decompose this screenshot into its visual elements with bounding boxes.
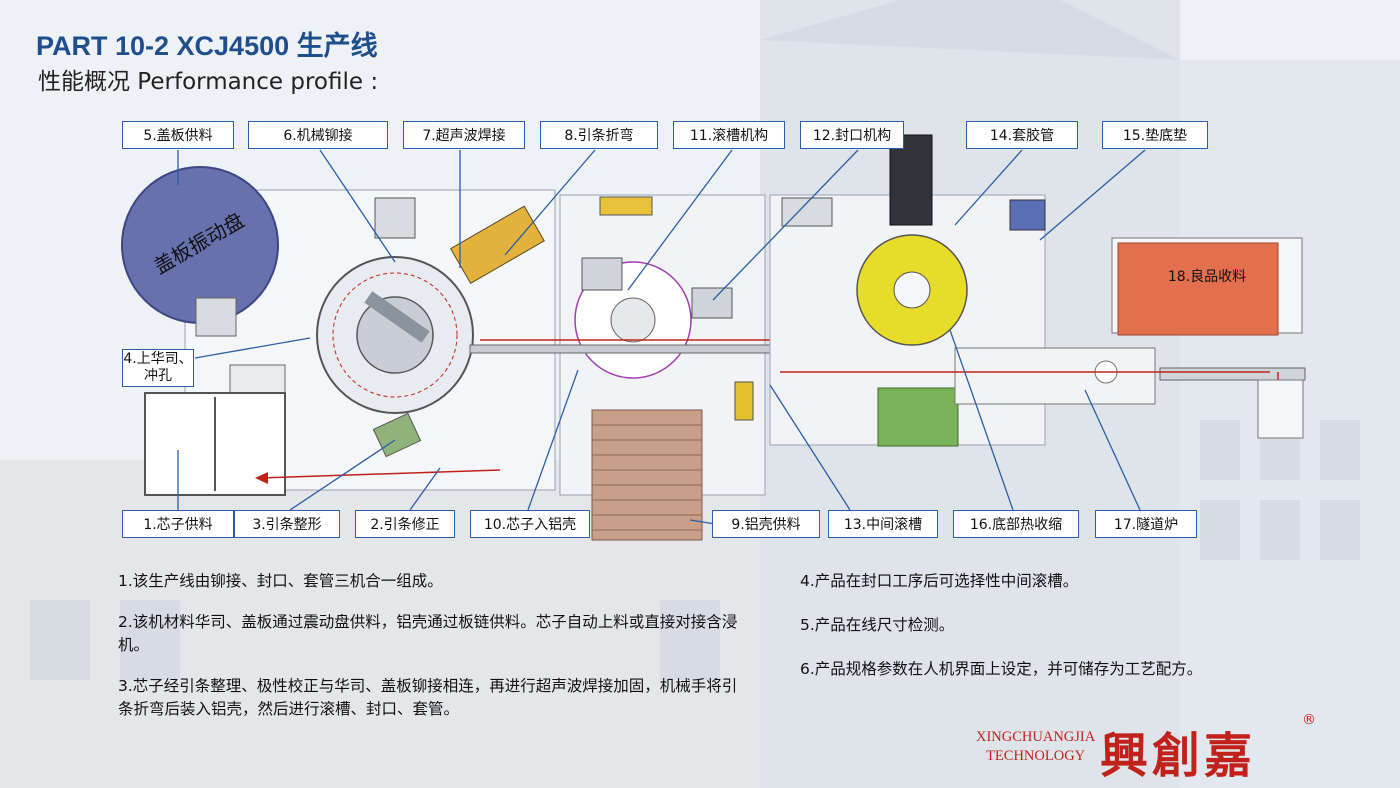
label-lead-bending: 8.引条折弯: [540, 121, 658, 149]
label-good-product: 18.良品收料: [1167, 269, 1247, 285]
note-1: 1.该生产线由铆接、封口、套管三机合一组成。: [118, 572, 443, 590]
note-6: 6.产品规格参数在人机界面上设定，并可储存为工艺配方。: [800, 660, 1203, 678]
note-3: 3.芯子经引条整理、极性校正与华司、盖板铆接相连，再进行超声波焊接加固，机械手将…: [118, 677, 738, 718]
control-buttons: [599, 196, 653, 216]
label-bottom-pad: 15.垫底垫: [1102, 121, 1208, 149]
heat-shrink-unit: [877, 387, 959, 447]
label-shell-feeding: 9.铝壳供料: [712, 510, 820, 538]
label-sleeve: 14.套胶管: [966, 121, 1078, 149]
note-4: 4.产品在封口工序后可选择性中间滚槽。: [800, 572, 1079, 590]
brand-en-line2: TECHNOLOGY: [986, 748, 1086, 764]
label-core-feeding: 1.芯子供料: [122, 510, 234, 538]
label-lead-shaping: 3.引条整形: [234, 510, 340, 538]
notes-left: 1.该生产线由铆接、封口、套管三机合一组成。 2.该机材料华司、盖板通过震动盘供…: [118, 570, 748, 739]
brand-english: XINGCHUANGJIA TECHNOLOGY: [976, 728, 1095, 766]
shell-conveyor: [591, 409, 703, 541]
label-bottom-heat-shrink: 16.底部热收缩: [953, 510, 1079, 538]
brand-en-line1: XINGCHUANGJIA: [976, 729, 1096, 745]
label-washer-punch-line2: 冲孔: [144, 368, 172, 384]
label-lead-correction: 2.引条修正: [355, 510, 455, 538]
label-ultrasonic-welding: 7.超声波焊接: [403, 121, 525, 149]
page-subtitle: 性能概况 Performance profile :: [38, 69, 379, 95]
registered-mark: ®: [1302, 712, 1316, 728]
label-groove-mechanism: 11.滚槽机构: [673, 121, 785, 149]
label-mechanical-riveting: 6.机械铆接: [248, 121, 388, 149]
label-middle-groove: 13.中间滚槽: [828, 510, 938, 538]
label-tunnel-furnace: 17.隧道炉: [1095, 510, 1197, 538]
page-title: PART 10-2 XCJ4500 生产线: [36, 31, 378, 61]
good-product-collector: [1117, 242, 1279, 336]
label-sealing-mechanism: 12.封口机构: [800, 121, 904, 149]
brand-logo-chinese: 興創嘉: [1100, 728, 1257, 784]
notes-right: 4.产品在封口工序后可选择性中间滚槽。 5.产品在线尺寸检测。 6.产品规格参数…: [800, 570, 1360, 699]
tunnel-furnace: [954, 347, 1156, 405]
label-washer-punch: 4.上华司、 冲孔: [122, 349, 194, 387]
sealing-head: [889, 134, 933, 226]
note-2: 2.该机材料华司、盖板通过震动盘供料，铝壳通过板链供料。芯子自动上料或直接对接含…: [118, 613, 738, 654]
label-cover-feeding: 5.盖板供料: [122, 121, 234, 149]
label-washer-punch-line1: 4.上华司、: [123, 351, 193, 367]
label-core-into-shell: 10.芯子入铝壳: [470, 510, 590, 538]
note-5: 5.产品在线尺寸检测。: [800, 616, 955, 634]
